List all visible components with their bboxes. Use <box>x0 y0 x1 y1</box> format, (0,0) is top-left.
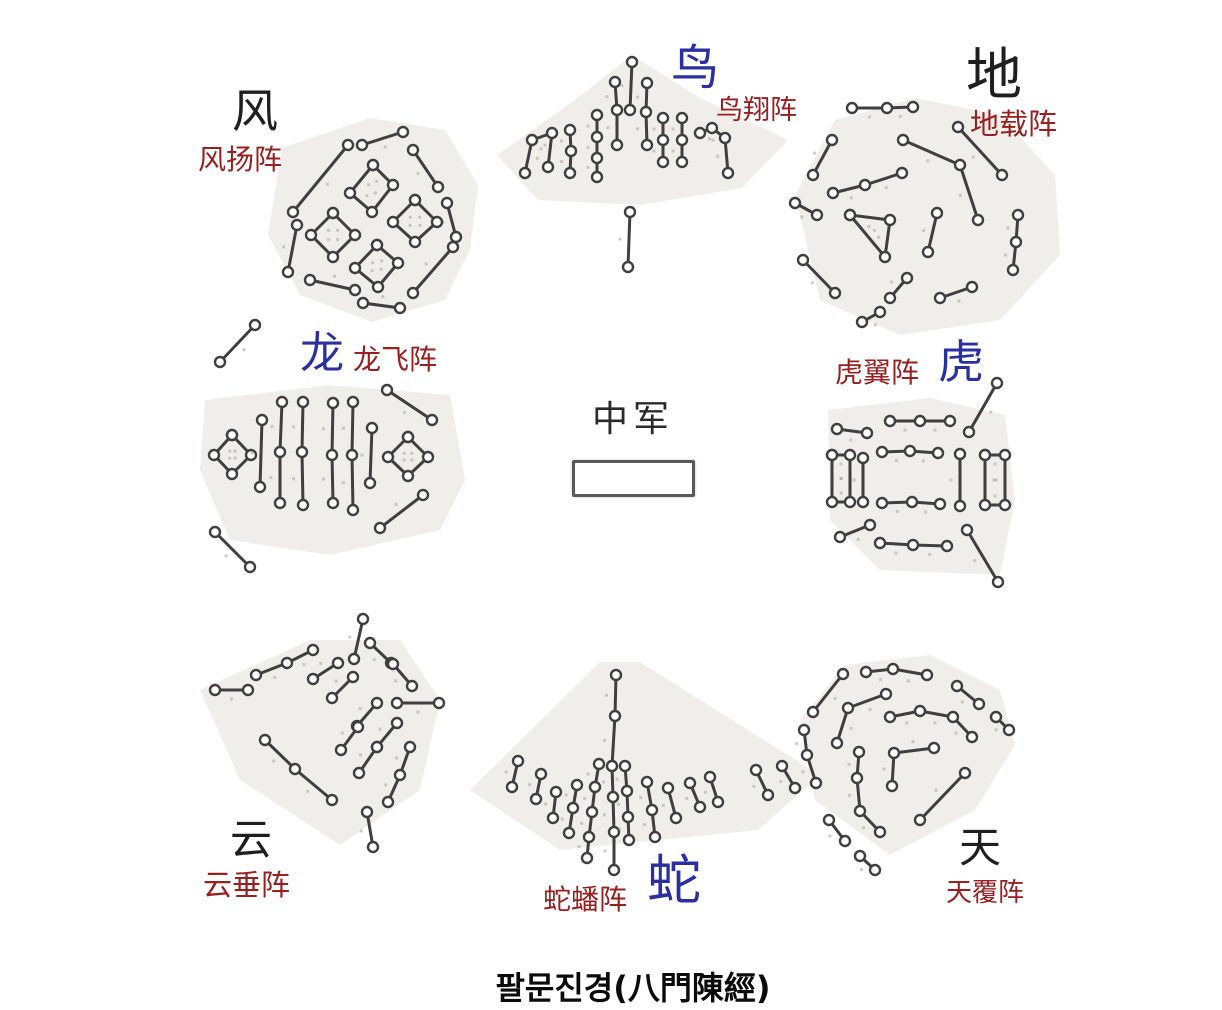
earth-formation-name: 地载阵 <box>970 107 1058 141</box>
cloud-paper-shade <box>200 640 440 845</box>
bird-formation-name: 鸟翔阵 <box>716 95 797 126</box>
dragon-formation-name: 龙飞阵 <box>353 343 438 376</box>
heaven-formation-name: 天覆阵 <box>946 878 1025 908</box>
cloud-formation-name: 云垂阵 <box>203 868 291 902</box>
bird-paper-shade <box>497 55 788 205</box>
heaven-element-label: 天 <box>959 823 1002 872</box>
wind-element-label: 风 <box>232 84 278 138</box>
cloud-element-label: 云 <box>230 815 273 864</box>
tiger-element-label: 虎 <box>938 335 984 389</box>
earth-element-label: 地 <box>966 43 1022 108</box>
snake-paper-shade <box>470 662 820 850</box>
bird-element-label: 鸟 <box>671 40 720 96</box>
wind-formation-name: 风扬阵 <box>198 143 283 176</box>
central-army-box <box>572 460 695 497</box>
tiger-formation-name: 虎翼阵 <box>835 356 920 389</box>
dragon-element-label: 龙 <box>300 328 344 379</box>
snake-element-label: 蛇 <box>647 849 701 912</box>
central-army-label: 中军 <box>592 399 675 440</box>
snake-formation-name: 蛇蟠阵 <box>543 883 628 916</box>
page-title: 팔문진경(八門陳經) <box>495 969 771 1007</box>
earth-paper-shade <box>795 98 1060 335</box>
